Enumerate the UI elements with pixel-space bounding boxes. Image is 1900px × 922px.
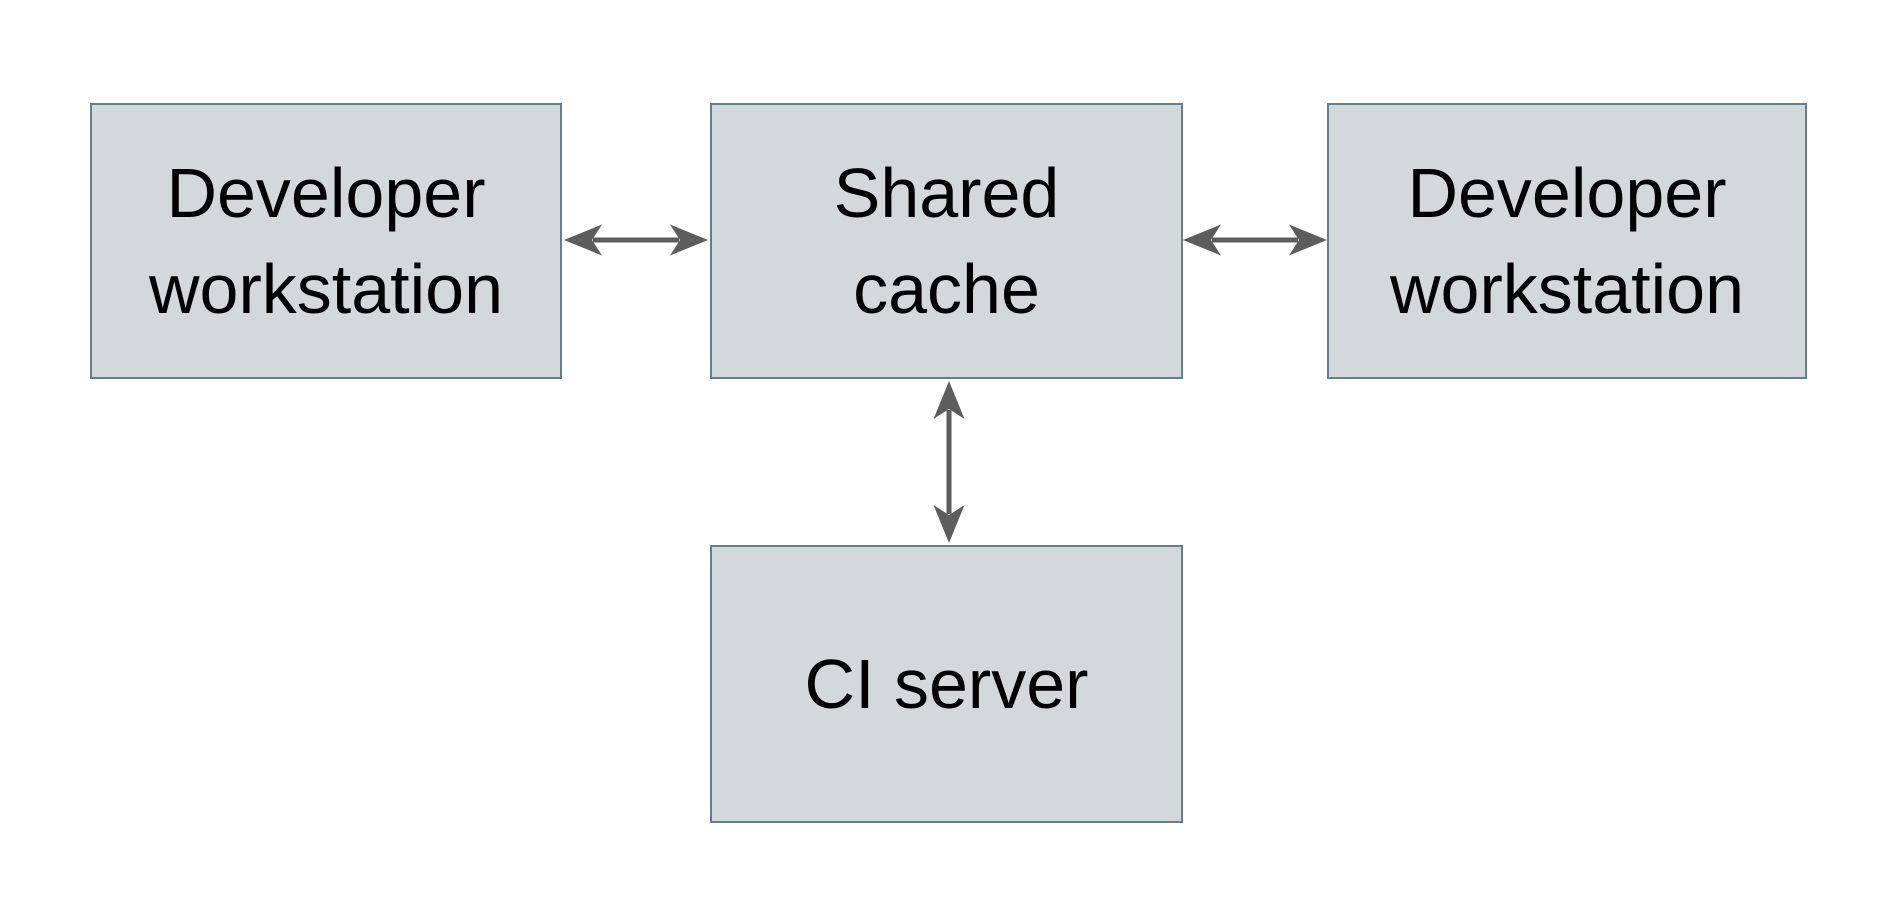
node-label-line: CI server	[804, 645, 1089, 723]
arrow-sharedcache-devright	[1183, 224, 1327, 256]
node-shared-cache: Shared cache	[710, 103, 1183, 379]
node-label-line: cache	[853, 250, 1040, 328]
node-label-line: Developer	[1407, 154, 1727, 232]
node-developer-workstation-right: Developer workstation	[1327, 103, 1807, 379]
node-label-line: Developer	[166, 154, 486, 232]
arrow-sharedcache-ciserver	[933, 381, 965, 543]
arrow-devleft-sharedcache	[564, 224, 708, 256]
node-ci-server: CI server	[710, 545, 1183, 823]
node-label-line: Shared	[833, 154, 1060, 232]
node-label-line: workstation	[1389, 250, 1745, 328]
node-label-line: workstation	[148, 250, 504, 328]
node-developer-workstation-left: Developer workstation	[90, 103, 562, 379]
